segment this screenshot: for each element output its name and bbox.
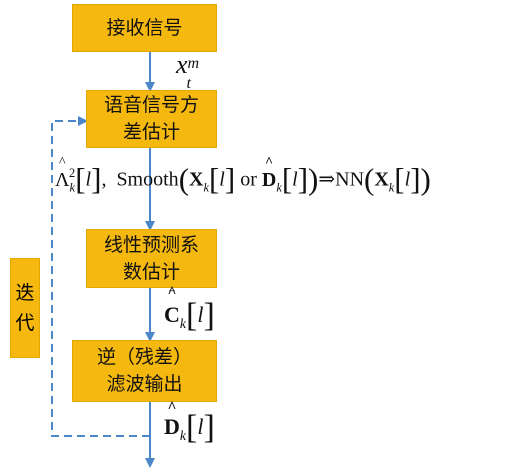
filter-label-line1: 逆（残差） [96, 346, 192, 369]
receive-signal-box: 接收信号 [72, 4, 217, 52]
inverse-filter-box: 逆（残差） 滤波输出 [72, 340, 217, 402]
smoothing-equation: ^Λk2[l], Smooth(Xk[l] or ^Dk[l])⇒NN(Xk[l… [55, 154, 431, 197]
lpc-coefficient-symbol: ^‾Ck[l] [164, 284, 215, 335]
iteration-label-line1: 迭 [15, 281, 35, 304]
filter-output-symbol: ^Dk[l] [164, 399, 215, 447]
iteration-box: 迭 代 [10, 258, 40, 358]
estimate-label-line2: 差估计 [122, 121, 180, 143]
filter-label-line2: 滤波输出 [106, 373, 183, 395]
feedback-loop [51, 116, 150, 437]
lpc-label-line1: 线性预测系 [103, 233, 199, 256]
speech-variance-estimate-box: 语音信号方 差估计 [86, 90, 217, 148]
lpc-label-line2: 数估计 [122, 260, 180, 283]
estimate-label-line1: 语音信号方 [103, 94, 199, 117]
receive-signal-label: 接收信号 [106, 16, 183, 39]
iteration-label-line2: 代 [15, 312, 35, 334]
lpc-estimate-box: 线性预测系 数估计 [86, 229, 217, 288]
